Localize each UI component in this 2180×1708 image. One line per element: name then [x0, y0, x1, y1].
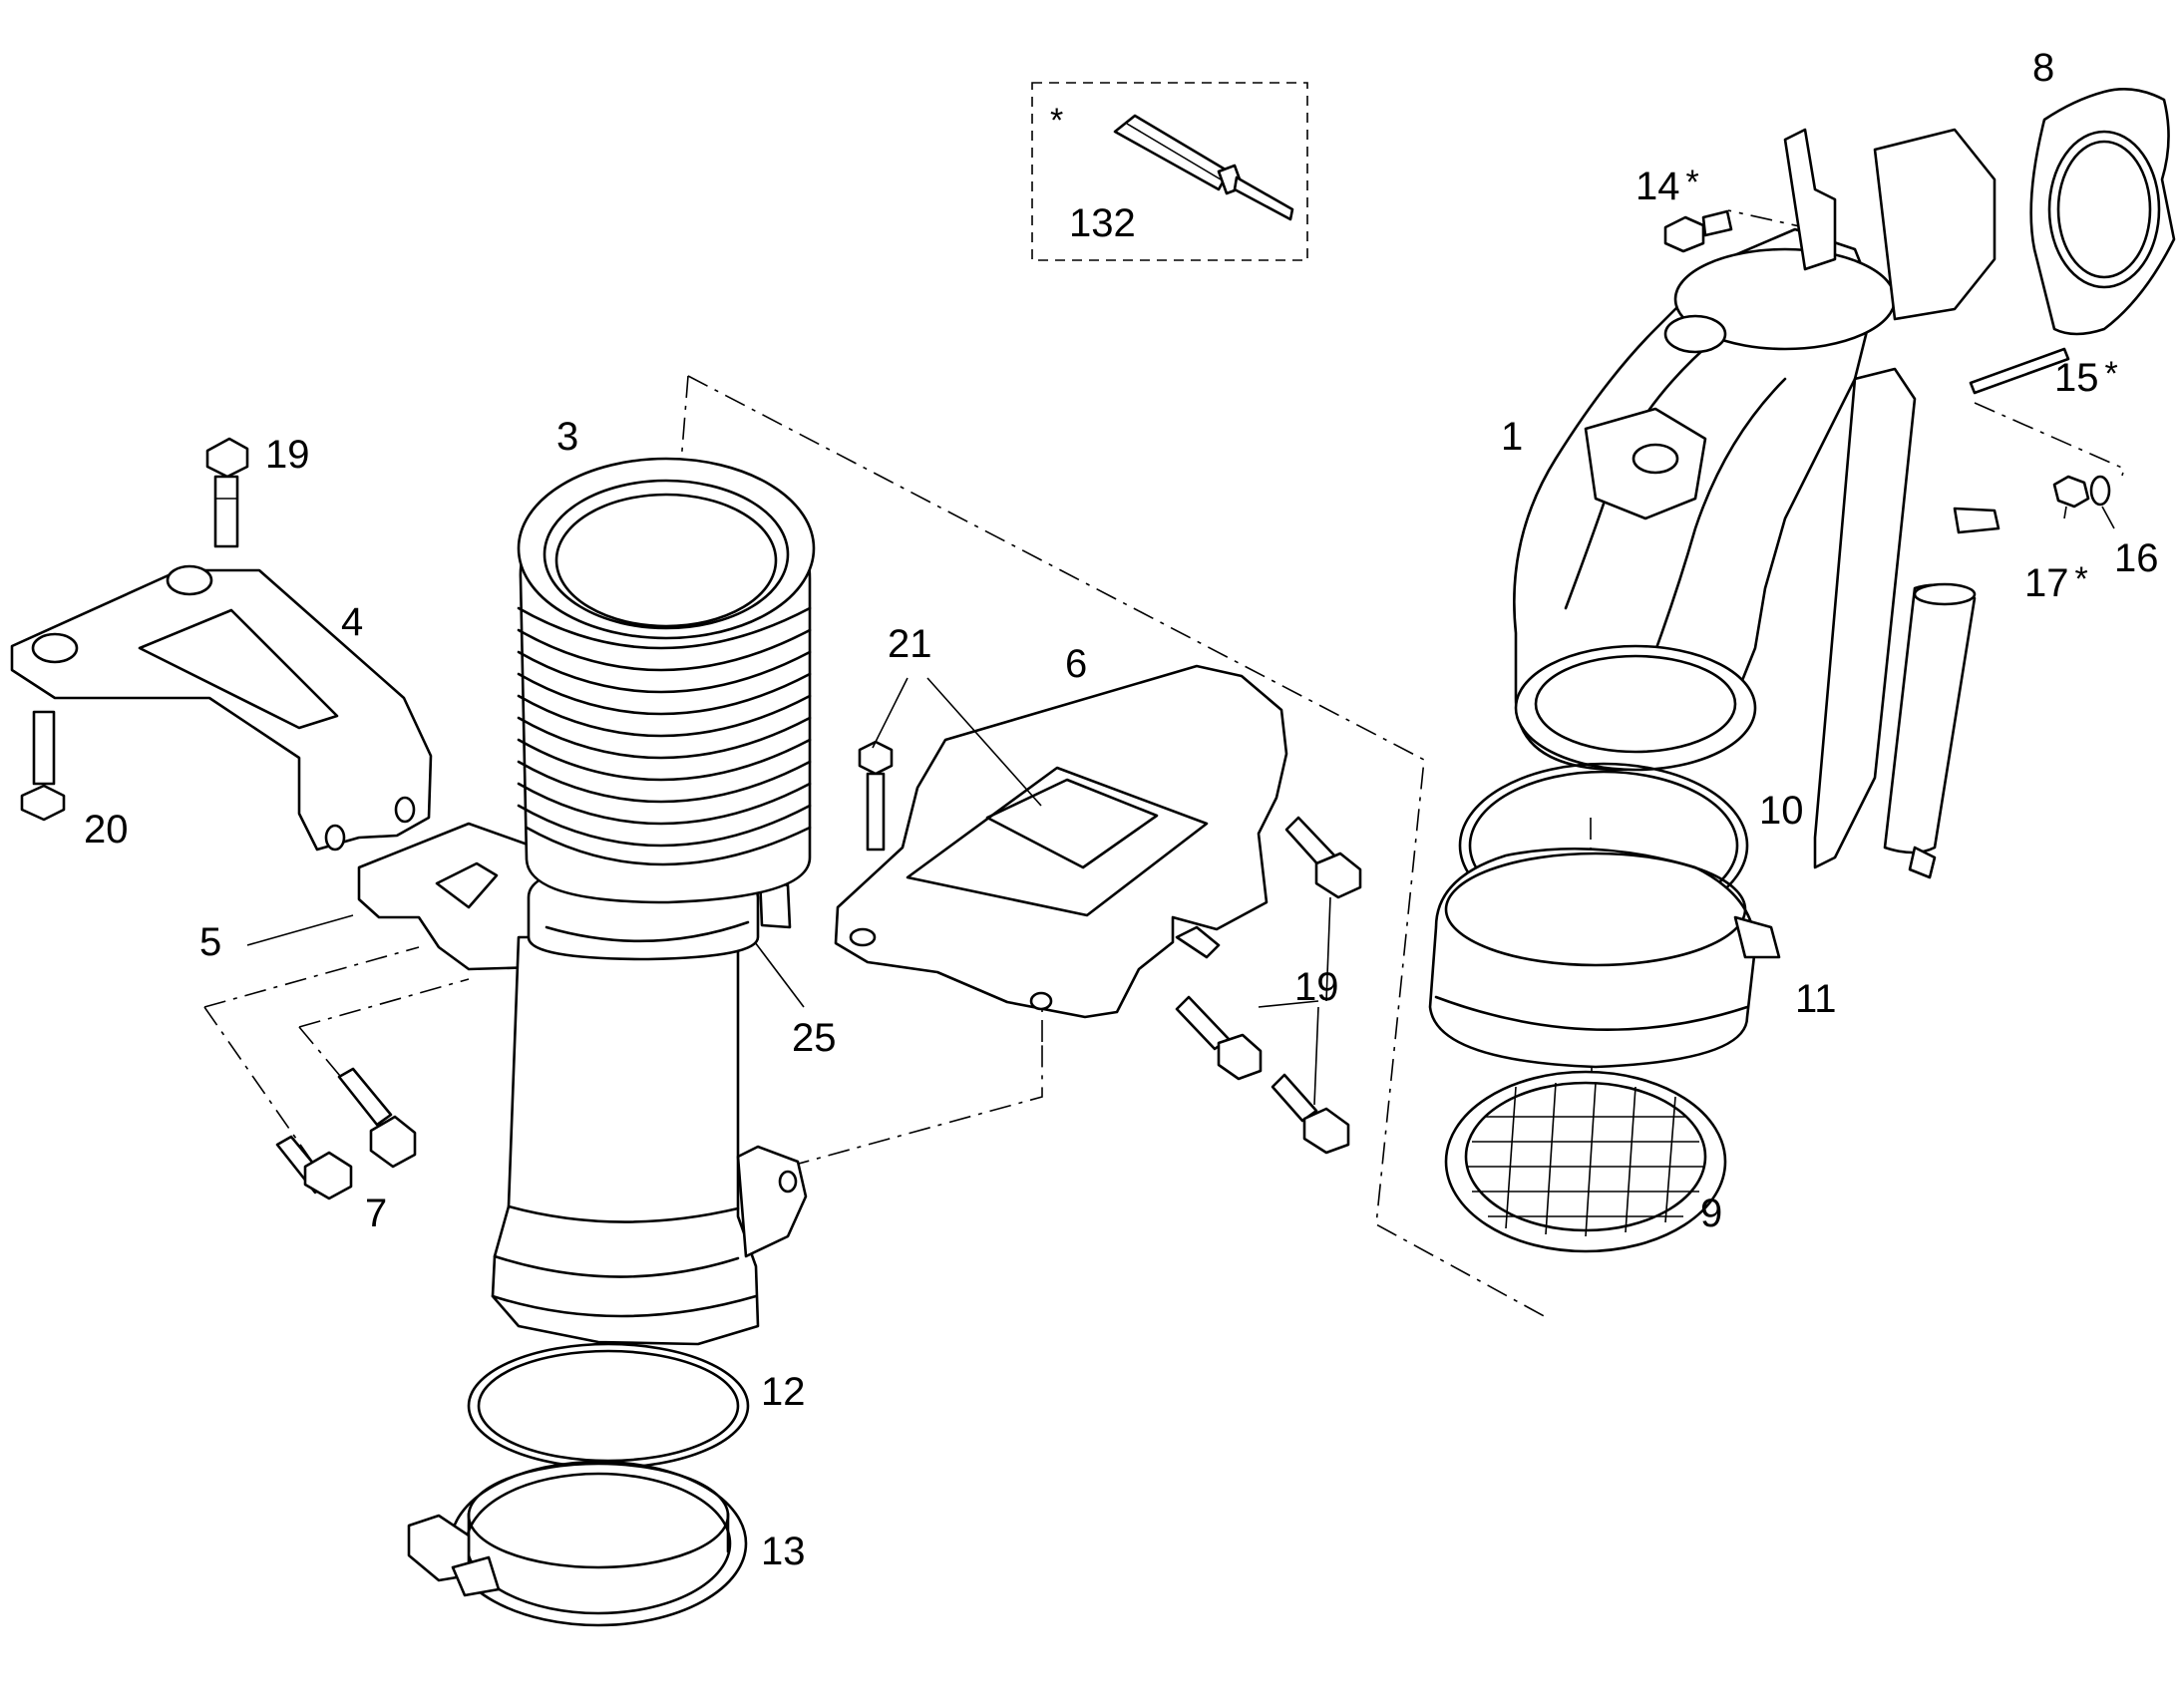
bolts-19-right [1175, 816, 1362, 1155]
callout-8: 8 [2032, 46, 2055, 90]
callout-15-number: 15 [2054, 356, 2099, 400]
sealant-kit-box [1031, 82, 1308, 261]
callout-11: 11 [1795, 977, 1837, 1021]
callout-25: 25 [792, 1016, 837, 1060]
callout-1: 1 [1501, 415, 1524, 459]
bolt-20 [20, 710, 66, 822]
callout-19-right: 19 [1294, 965, 1339, 1009]
callout-17: 17* [2024, 562, 2088, 603]
callout-13: 13 [761, 1530, 806, 1573]
callout-10: 10 [1759, 789, 1804, 833]
seal-ring-12 [467, 1342, 750, 1470]
screen-9 [1444, 1070, 1727, 1253]
mounting-plate-6 [834, 664, 1288, 1019]
callout-15-star: * [2104, 355, 2118, 393]
callout-132: 132 [1069, 201, 1136, 245]
bolt-19-top [205, 437, 249, 548]
callout-20: 20 [84, 808, 129, 852]
callout-3: 3 [556, 415, 579, 459]
leader-lines [246, 506, 2115, 1106]
bellows-pipe-3 [491, 457, 816, 1346]
kit-star-mark: * [1050, 102, 1064, 140]
gasket-8 [2029, 88, 2176, 336]
callout-15: 15* [2054, 357, 2118, 398]
sealant-tube-icon [1113, 114, 1294, 221]
v-clamp-11 [1428, 847, 1781, 1069]
nut-17 [2052, 475, 2090, 509]
callout-4: 4 [341, 600, 364, 644]
callout-19-top: 19 [265, 433, 310, 477]
callout-17-number: 17 [2024, 561, 2069, 605]
callout-17-star: * [2074, 560, 2088, 598]
callout-12: 12 [761, 1370, 806, 1414]
callout-9: 9 [1700, 1192, 1723, 1235]
stud-15 [1969, 347, 2070, 395]
callout-7: 7 [365, 1192, 388, 1235]
washer-16 [2089, 475, 2111, 507]
elbow-housing-1 [1513, 128, 2000, 879]
callout-14-star: * [1685, 164, 1699, 201]
callout-5: 5 [199, 920, 222, 964]
bracket-4 [10, 564, 433, 852]
callout-21: 21 [888, 622, 932, 666]
callout-14: 14* [1635, 166, 1699, 206]
bolt-14 [1663, 209, 1733, 253]
bolts-7 [275, 1067, 417, 1200]
callout-6: 6 [1065, 642, 1088, 686]
callout-14-number: 14 [1635, 165, 1680, 208]
callout-16: 16 [2114, 536, 2159, 580]
v-clamp-13 [407, 1460, 748, 1627]
